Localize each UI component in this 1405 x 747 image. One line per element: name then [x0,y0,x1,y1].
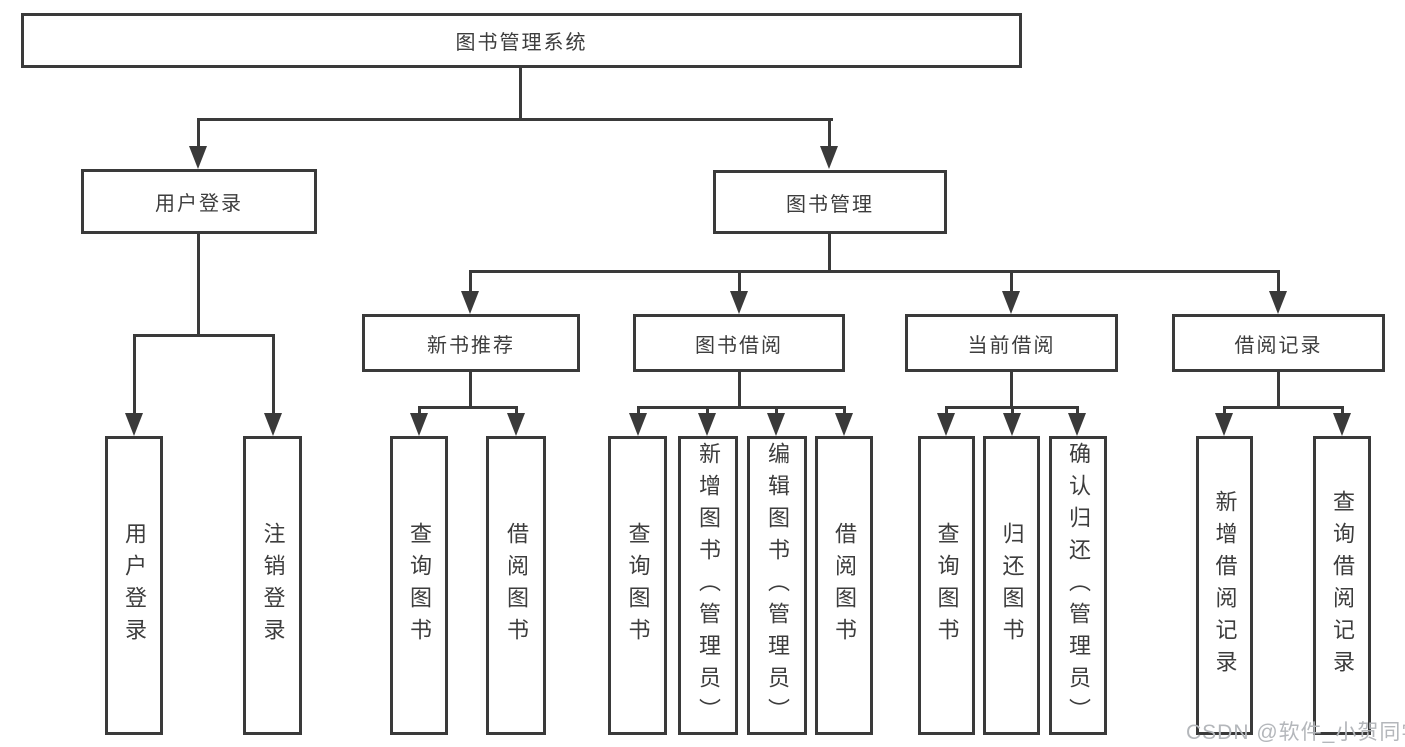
node-root-library-system: 图书管理系统 [21,13,1022,68]
arrow-down-icon [507,413,525,436]
connector-line [197,120,200,150]
connector-line [469,270,1280,273]
node-label: 新增借阅记录 [1212,489,1238,682]
arrow-down-icon [461,291,479,314]
arrow-down-icon [698,413,716,436]
node-label: 图书管理系统 [455,32,588,54]
connector-line [418,406,421,418]
arrow-down-icon [629,413,647,436]
node-borrow-records: 借阅记录 [1172,314,1385,372]
leaf-current-query-books: 查询图书 [918,436,975,735]
leaf-records-add-record: 新增借阅记录 [1196,436,1253,735]
connector-line [828,234,831,272]
leaf-borrow-edit-books-admin: 编辑图书（管理员） [747,436,807,735]
connector-line [1341,406,1344,418]
connector-line [945,406,948,418]
connector-line [418,406,518,409]
connector-line [1223,406,1226,418]
node-label: 新增图书（管理员） [696,441,721,730]
node-book-borrow: 图书借阅 [633,314,845,372]
leaf-borrow-query-books: 查询图书 [608,436,667,735]
node-label: 借阅图书 [832,521,857,650]
leaf-borrow-add-books-admin: 新增图书（管理员） [678,436,738,735]
leaf-logout: 注销登录 [243,436,302,735]
connector-line [469,272,472,294]
arrow-down-icon [767,413,785,436]
connector-line [843,406,846,418]
node-label: 确认归还（管理员） [1066,441,1091,730]
arrow-down-icon [820,146,838,169]
connector-line [1010,272,1013,294]
node-label: 当前借阅 [967,334,1056,357]
node-label: 查询图书 [934,521,960,650]
node-label: 新书推荐 [427,334,515,357]
leaf-records-query-record: 查询借阅记录 [1313,436,1371,735]
node-label: 查询借阅记录 [1330,489,1355,682]
node-label: 用户登录 [122,521,147,650]
node-current-borrow: 当前借阅 [905,314,1118,372]
node-label: 查询图书 [407,521,432,650]
connector-line [519,68,522,120]
node-label: 借阅图书 [504,521,529,650]
node-label: 图书借阅 [695,334,783,357]
connector-line [1076,406,1079,418]
arrow-down-icon [189,146,207,169]
connector-line [197,118,833,121]
leaf-newbooks-query-books: 查询图书 [390,436,448,735]
connector-line [738,372,741,408]
leaf-current-confirm-return-admin: 确认归还（管理员） [1049,436,1107,735]
node-label: 注销登录 [260,521,286,650]
arrow-down-icon [937,413,955,436]
node-label: 借阅记录 [1234,334,1323,357]
node-book-management: 图书管理 [713,170,947,234]
connector-line [738,272,741,294]
connector-line [1223,406,1343,409]
arrow-down-icon [730,291,748,314]
node-label: 查询图书 [625,521,651,650]
connector-line [1277,272,1280,294]
node-label: 用户登录 [155,193,243,215]
connector-line [637,406,640,418]
leaf-borrow-borrow-books: 借阅图书 [815,436,873,735]
connector-line [1010,372,1013,408]
node-user-login: 用户登录 [81,169,317,234]
leaf-newbooks-borrow-books: 借阅图书 [486,436,546,735]
arrow-down-icon [125,413,143,436]
arrow-down-icon [835,413,853,436]
arrow-down-icon [1002,291,1020,314]
arrow-down-icon [1333,413,1351,436]
arrow-down-icon [1215,413,1233,436]
arrow-down-icon [264,413,282,436]
connector-line [1011,406,1014,418]
node-label: 编辑图书（管理员） [765,441,790,730]
node-new-book-recommend: 新书推荐 [362,314,580,372]
leaf-current-return-books: 归还图书 [983,436,1040,735]
arrow-down-icon [1003,413,1021,436]
arrow-down-icon [410,413,428,436]
csdn-watermark: CSDN @软件_小贺同学 [1186,721,1405,744]
connector-line [272,336,275,416]
connector-line [515,406,518,418]
connector-line [133,336,136,416]
node-label: 图书管理 [786,193,874,216]
connector-line [706,406,709,418]
arrow-down-icon [1269,291,1287,314]
connector-line [197,234,200,336]
connector-line [637,406,845,409]
arrow-down-icon [1068,413,1086,436]
leaf-user-login: 用户登录 [105,436,163,735]
connector-line [775,406,778,418]
node-label: 归还图书 [999,521,1025,650]
connector-line [469,372,472,408]
connector-line [1277,372,1280,408]
connector-line [828,120,831,150]
connector-line [133,334,275,337]
